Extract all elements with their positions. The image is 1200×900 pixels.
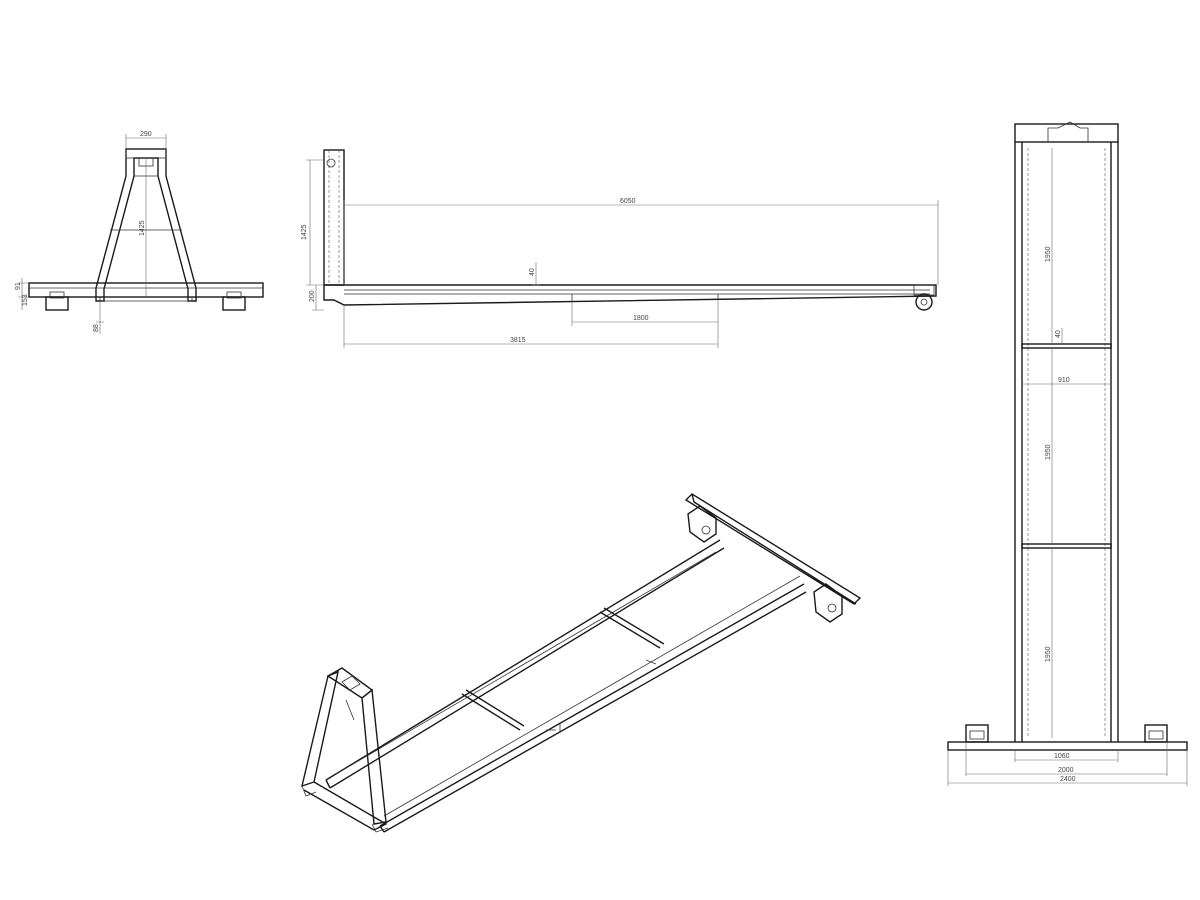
- top-view-crossmember-1: [1021, 343, 1112, 349]
- top-view-base-beam: [947, 741, 1188, 751]
- front-view-dim-left-lines: [18, 278, 29, 310]
- top-view-dim-1950-mid: 1950: [1045, 444, 1052, 460]
- top-view-dim-910: 910: [1058, 377, 1070, 384]
- top-view-right-roller: [1144, 724, 1168, 743]
- side-view-roller-bracket: [913, 284, 935, 296]
- iso-rear-left-roller: [687, 505, 717, 543]
- side-view-dim-1800: 1800: [633, 315, 649, 322]
- top-view-dim-1950-bottom: 1950: [1045, 646, 1052, 662]
- iso-left-rail-inner: [335, 551, 717, 775]
- side-view-rear-roller-hub: [920, 298, 928, 306]
- iso-front-beam: [303, 781, 388, 831]
- front-view-left-lug: [49, 291, 65, 299]
- iso-rail-joints: [546, 659, 657, 731]
- front-view-right-lug: [226, 291, 242, 299]
- top-view-right-rail: [1110, 142, 1119, 742]
- side-view: 6050 1425 200 40 1800 3815: [301, 149, 939, 348]
- side-view-hook-arm: [323, 149, 345, 286]
- iso-crossmember-2: [599, 607, 665, 649]
- top-view-dim-2400-line: [947, 750, 1188, 786]
- front-view-dim-1425: 1425: [139, 220, 146, 236]
- front-view-right-roller: [222, 296, 246, 311]
- iso-rear-right-roller: [813, 583, 843, 623]
- side-view-dim-3815: 3815: [510, 337, 526, 344]
- side-view-dim-3815-line: [343, 305, 719, 348]
- front-view-left-roller: [45, 296, 69, 311]
- iso-a-frame-hook: [341, 675, 361, 721]
- front-view-dim-88: 88: [93, 324, 100, 332]
- side-view-hook-pin: [326, 158, 336, 168]
- side-view-dim-1425: 1425: [301, 224, 308, 240]
- top-view-head-plate: [1014, 123, 1119, 143]
- front-view-dim-153: 153: [22, 294, 29, 306]
- side-view-dim-6050: 6050: [620, 198, 636, 205]
- top-view-left-rail: [1014, 142, 1023, 742]
- top-view-dim-1950-top: 1950: [1045, 246, 1052, 262]
- side-view-dim-200: 200: [309, 290, 316, 302]
- top-view-dim-40: 40: [1055, 330, 1062, 338]
- iso-rear-left-roller-hub: [701, 525, 711, 535]
- top-view-crossmember-2: [1021, 543, 1112, 549]
- iso-a-frame-left-leg: [301, 670, 339, 788]
- iso-a-frame-top: [326, 667, 374, 699]
- top-view-dim-2000-line: [965, 742, 1168, 776]
- iso-rear-right-roller-hub: [827, 603, 837, 613]
- side-view-rear-roller: [915, 293, 933, 311]
- iso-front-feet: [301, 785, 389, 833]
- iso-crossmember-1: [461, 689, 525, 731]
- top-view-left-roller-inner: [969, 730, 985, 740]
- side-view-dim-1800-line: [571, 300, 719, 326]
- top-view: 1950 40 910 1950 1950 1060 2000 2400: [947, 121, 1188, 786]
- top-view-dim-1060-line: [1014, 750, 1119, 762]
- isometric-view: [301, 493, 862, 833]
- side-view-rail-inner: [344, 289, 930, 295]
- side-view-dim-1425-line: [306, 159, 324, 286]
- top-view-dim-2000: 2000: [1058, 767, 1074, 774]
- front-view: 290 1425 91 153 88: [15, 131, 264, 334]
- side-view-dim-40: 40: [529, 268, 536, 276]
- side-view-rail-joints: [571, 294, 719, 302]
- top-view-hook-shape: [1047, 121, 1089, 142]
- front-view-dim-290: 290: [140, 131, 152, 138]
- top-view-left-roller: [965, 724, 989, 743]
- front-view-dim-91: 91: [15, 282, 22, 290]
- iso-rear-crossbar: [684, 493, 862, 605]
- front-view-top-plate: [125, 148, 167, 159]
- top-view-dim-1060: 1060: [1054, 753, 1070, 760]
- side-view-main-rail: [323, 284, 937, 306]
- side-view-dim-40-line: [532, 262, 540, 286]
- iso-right-rail-inner: [383, 575, 801, 817]
- front-view-dim-bottom-lines: [96, 302, 104, 334]
- iso-left-rail: [325, 539, 725, 789]
- side-view-hook-arm-hidden: [328, 150, 340, 285]
- top-view-inner-lines: [1027, 148, 1106, 738]
- side-view-dim-6050-line: [343, 200, 939, 285]
- top-view-dim-2400: 2400: [1060, 776, 1076, 783]
- top-view-right-roller-inner: [1148, 730, 1164, 740]
- side-view-dim-200-line: [312, 285, 324, 311]
- front-view-dim-top-lines: [125, 134, 167, 148]
